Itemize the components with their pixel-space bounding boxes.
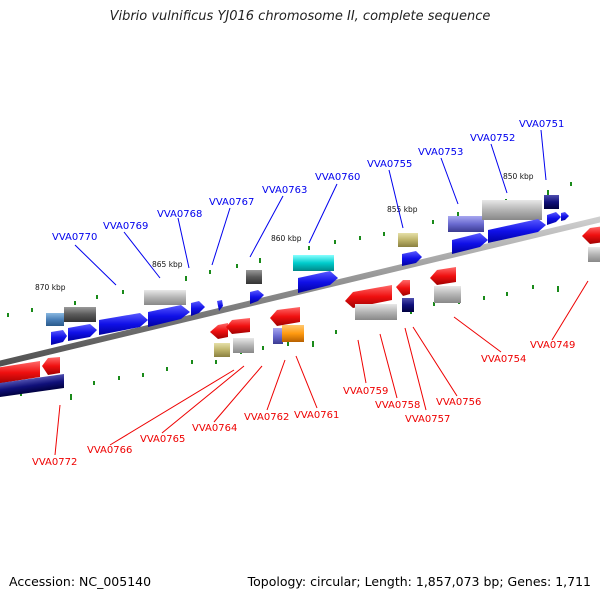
forward-leader-lines <box>74 129 547 286</box>
gene-label-vva0768[interactable]: VVA0768 <box>157 209 202 220</box>
gene-arrow[interactable] <box>99 313 148 335</box>
gene-arrow[interactable] <box>561 212 569 221</box>
gene-label-vva0749[interactable]: VVA0749 <box>530 340 575 351</box>
gene-label-vva0769[interactable]: VVA0769 <box>103 221 148 232</box>
accession-label: Accession: NC_005140 <box>9 574 152 589</box>
gene-label-vva0762[interactable]: VVA0762 <box>244 412 289 423</box>
gene-arrow[interactable] <box>396 280 410 296</box>
gene-box[interactable] <box>273 328 283 344</box>
gene-arrow[interactable] <box>345 285 392 308</box>
gene-arrow[interactable] <box>148 305 190 327</box>
gene-box[interactable] <box>246 270 262 284</box>
gene-label-vva0756[interactable]: VVA0756 <box>436 397 481 408</box>
gene-arrow[interactable] <box>0 361 40 384</box>
gene-box[interactable] <box>482 200 542 220</box>
gene-box[interactable] <box>144 290 186 305</box>
gene-arrow[interactable] <box>402 251 422 266</box>
gene-box[interactable] <box>46 313 64 326</box>
gene-label-vva0766[interactable]: VVA0766 <box>87 445 132 456</box>
gene-label-vva0755[interactable]: VVA0755 <box>367 159 412 170</box>
gene-label-vva0770[interactable]: VVA0770 <box>52 232 97 243</box>
gene-arrow[interactable] <box>250 290 264 304</box>
gene-arrow[interactable] <box>68 324 97 341</box>
gene-label-vva0764[interactable]: VVA0764 <box>192 423 237 434</box>
gene-label-vva0754[interactable]: VVA0754 <box>481 354 526 365</box>
gene-arrow[interactable] <box>210 323 228 339</box>
reverse-gene-track <box>0 226 600 398</box>
gene-arrow[interactable] <box>217 300 223 311</box>
genome-summary: Topology: circular; Length: 1,857,073 bp… <box>247 574 591 589</box>
gene-box[interactable] <box>0 374 64 398</box>
gene-box[interactable] <box>293 255 334 271</box>
gene-box[interactable] <box>233 338 254 353</box>
gene-box[interactable] <box>282 325 304 342</box>
gene-box[interactable] <box>448 216 484 232</box>
gene-arrow[interactable] <box>452 233 488 254</box>
gene-label-vva0761[interactable]: VVA0761 <box>294 410 339 421</box>
gene-label-vva0765[interactable]: VVA0765 <box>140 434 185 445</box>
inner-scale-ticks <box>20 285 559 400</box>
reverse-leader-lines <box>54 280 589 456</box>
gene-box[interactable] <box>64 307 96 322</box>
gene-arrow[interactable] <box>42 357 60 375</box>
gene-box[interactable] <box>402 298 414 312</box>
gene-label-vva0760[interactable]: VVA0760 <box>315 172 360 183</box>
gene-label-vva0759[interactable]: VVA0759 <box>343 386 388 397</box>
gene-label-vva0752[interactable]: VVA0752 <box>470 133 515 144</box>
map-title: Vibrio vulnificus YJ016 chromosome II, c… <box>109 9 491 24</box>
outer-scale-ticks <box>7 182 572 317</box>
gene-label-vva0758[interactable]: VVA0758 <box>375 400 420 411</box>
gene-label-vva0751[interactable]: VVA0751 <box>519 119 564 130</box>
gene-arrow[interactable] <box>51 330 67 345</box>
gene-arrow[interactable] <box>191 301 205 316</box>
gene-label-vva0753[interactable]: VVA0753 <box>418 147 463 158</box>
gene-box[interactable] <box>588 247 600 262</box>
scale-label-865: 865 kbp <box>152 260 183 269</box>
scale-label-850: 850 kbp <box>503 172 534 181</box>
gene-arrow[interactable] <box>298 271 338 293</box>
gene-label-vva0767[interactable]: VVA0767 <box>209 197 254 208</box>
reverse-gene-labels: VVA0772 VVA0766 VVA0765 VVA0764 VVA0762 … <box>32 340 575 468</box>
gene-arrow[interactable] <box>226 318 250 334</box>
gene-box[interactable] <box>544 195 559 209</box>
gene-arrow[interactable] <box>430 267 456 285</box>
gene-box[interactable] <box>355 304 397 320</box>
gene-label-vva0772[interactable]: VVA0772 <box>32 457 77 468</box>
scale-label-855: 855 kbp <box>387 205 418 214</box>
gene-arrow[interactable] <box>582 226 600 244</box>
scale-labels: 870 kbp 865 kbp 860 kbp 855 kbp 850 kbp <box>35 172 534 292</box>
gene-label-vva0757[interactable]: VVA0757 <box>405 414 450 425</box>
gene-box[interactable] <box>214 343 230 357</box>
gene-arrow[interactable] <box>270 307 300 326</box>
gene-label-vva0763[interactable]: VVA0763 <box>262 185 307 196</box>
scale-label-870: 870 kbp <box>35 283 66 292</box>
gene-box[interactable] <box>398 233 418 247</box>
forward-gene-track <box>46 195 569 345</box>
gene-arrow[interactable] <box>488 219 546 243</box>
scale-label-860: 860 kbp <box>271 234 302 243</box>
gene-box[interactable] <box>434 286 461 303</box>
forward-gene-labels: VVA0770 VVA0769 VVA0768 VVA0767 VVA0763 … <box>52 119 564 243</box>
gene-arrow[interactable] <box>547 212 561 225</box>
